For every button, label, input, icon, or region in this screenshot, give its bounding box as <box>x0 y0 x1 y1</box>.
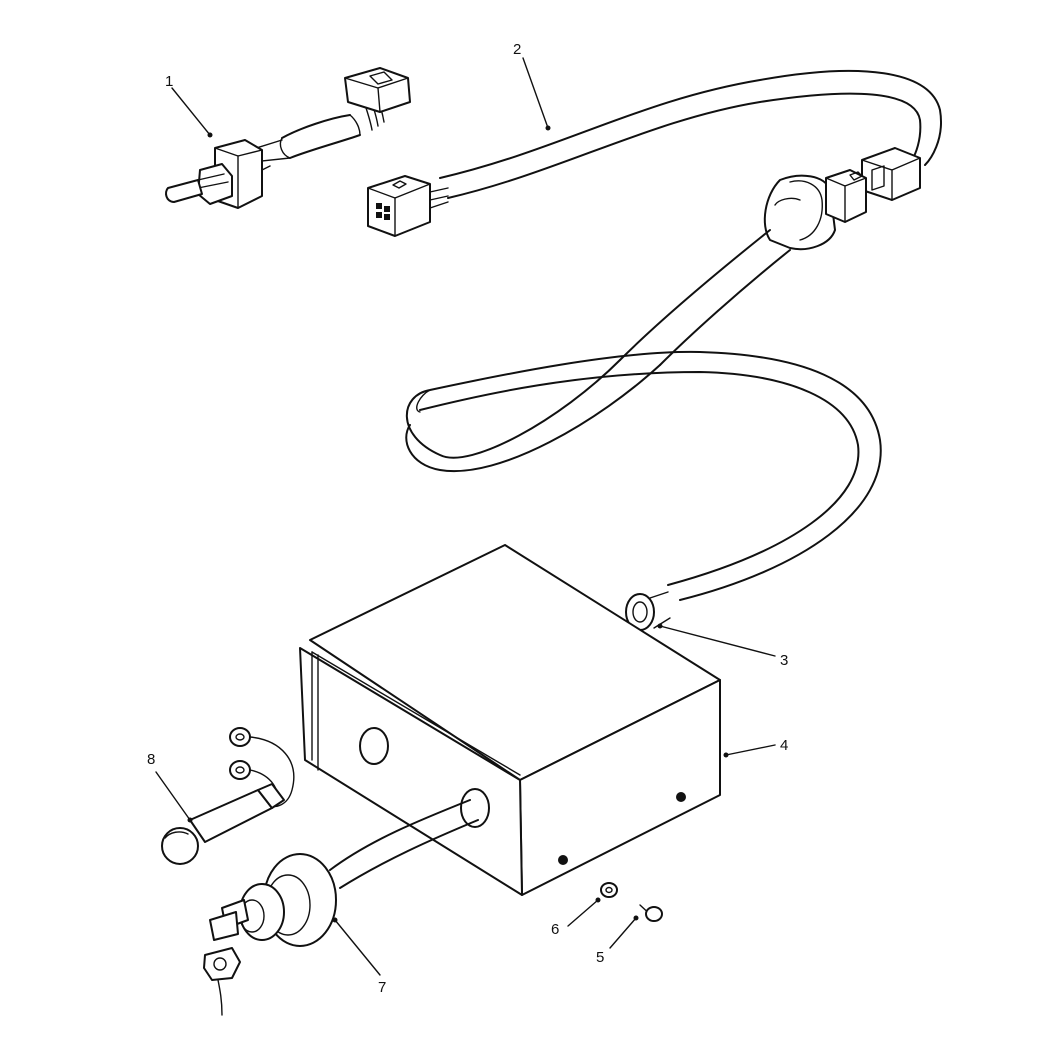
lock-washer <box>600 882 618 898</box>
key-switch <box>203 799 479 1016</box>
callout-6: 6 <box>551 921 559 938</box>
control-box <box>299 544 721 896</box>
indicator-light <box>161 727 295 865</box>
callout-3: 3 <box>780 652 788 669</box>
toggle-switch <box>165 67 411 209</box>
callout-labels: 1 2 3 4 5 6 7 8 <box>147 41 788 996</box>
callout-1: 1 <box>165 73 173 90</box>
callout-5: 5 <box>596 949 604 966</box>
callout-4: 4 <box>780 737 788 754</box>
callout-2: 2 <box>513 41 521 58</box>
callout-8: 8 <box>147 751 155 768</box>
leader-lines <box>155 57 776 976</box>
cable-harness <box>367 69 942 631</box>
callout-7: 7 <box>378 979 386 996</box>
screw <box>639 904 663 922</box>
